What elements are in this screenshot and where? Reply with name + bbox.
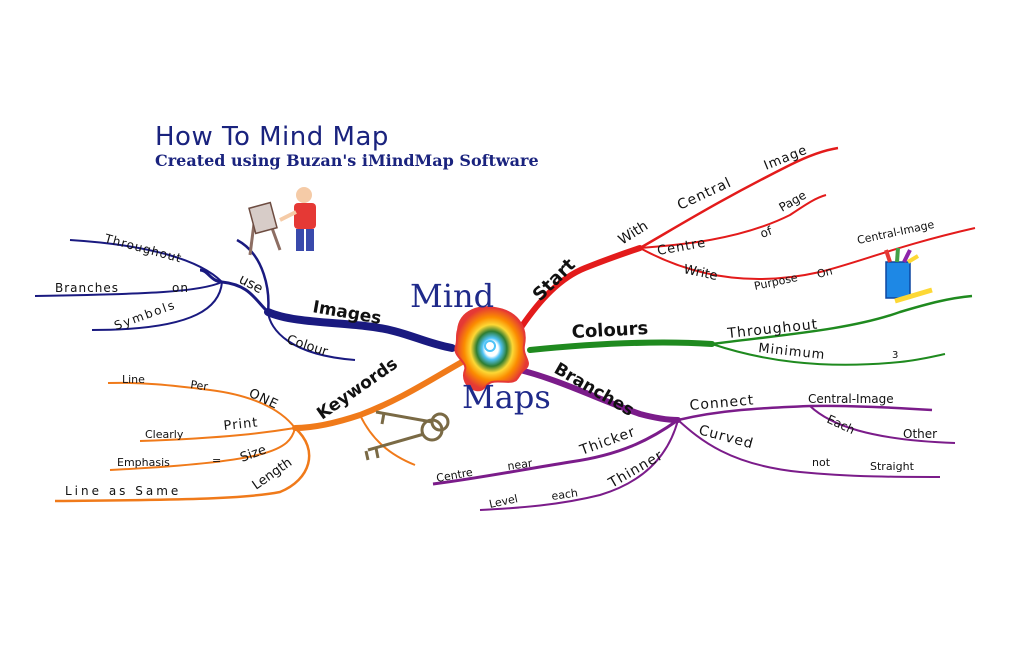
painter-illustration — [248, 187, 316, 256]
center-word-maps: Maps — [462, 378, 551, 416]
colours-minimum-text: Minimum — [758, 341, 826, 363]
keywords-per-text: Per — [190, 378, 210, 393]
branches-thinner-line — [479, 419, 679, 511]
start-central-image-text: Central-Image — [856, 218, 936, 247]
branches-connect-text: Connect — [689, 392, 755, 414]
colours-label: Colours — [571, 318, 649, 343]
colours-branch: Colours Throughout Minimum 3 — [527, 294, 973, 366]
colours-throughout-text: Throughout — [726, 317, 819, 343]
start-centre-text: Centre — [656, 236, 707, 259]
branches-thicker-line — [432, 418, 679, 486]
colours-minimum-line — [711, 343, 946, 366]
central-image: Mind Maps — [410, 277, 551, 416]
branches-thinner-text: Thinner — [605, 447, 666, 492]
colours-main-line — [527, 339, 715, 353]
branches-main-line — [517, 367, 681, 423]
start-centre-page-line — [639, 194, 827, 249]
images-on-text: on — [172, 281, 189, 295]
branches-central-image-text: Central-Image — [808, 392, 894, 406]
branches-near-text: near — [507, 457, 534, 473]
keywords-one-text: ONE — [246, 386, 281, 413]
branches-other-text: Other — [903, 427, 937, 441]
keywords-print-line — [139, 427, 296, 442]
branches-not-text: not — [812, 456, 831, 469]
branches-level-text: Level — [488, 492, 519, 511]
keywords-size-text: Size — [238, 443, 268, 466]
branches-each-other-line — [809, 405, 956, 444]
start-central-text: Central — [675, 175, 734, 214]
images-symbols-line — [91, 281, 223, 331]
start-branch: Start With Central Image Centre of Page … — [519, 143, 976, 329]
images-branches-on-line — [34, 281, 223, 297]
start-write-text: Write — [682, 262, 719, 284]
branches-each-text: Each — [825, 412, 857, 437]
start-on-text: On — [816, 265, 834, 281]
branches-curved-line — [677, 419, 941, 478]
start-write-line — [639, 227, 976, 280]
images-main-line — [264, 308, 456, 352]
images-use-text: use — [236, 271, 265, 297]
start-purpose-text: Purpose — [753, 271, 799, 293]
center-word-mind: Mind — [410, 277, 494, 315]
start-page-text: Page — [777, 188, 809, 215]
diagram-subtitle: Created using Buzan's iMindMap Software — [155, 151, 539, 170]
branches-label: Branches — [551, 359, 638, 421]
start-of-text: of — [758, 223, 774, 240]
colours-three-text: 3 — [892, 350, 898, 361]
branches-centre-text: Centre — [435, 466, 474, 485]
branches-each2-text: each — [551, 486, 579, 503]
keywords-length-line — [54, 427, 311, 503]
colours-throughout-line — [711, 294, 973, 346]
images-use-up-line — [236, 238, 270, 313]
images-branch: Images use Throughout Branches on Symbol… — [34, 231, 456, 361]
start-main-line — [519, 245, 643, 329]
start-label: Start — [529, 254, 580, 305]
keywords-print-text: Print — [223, 415, 259, 434]
images-throughout-text: Throughout — [102, 231, 183, 265]
keywords-line-as-same-text: Line as Same — [65, 484, 181, 498]
diagram-title: How To Mind Map — [155, 122, 389, 152]
start-image-text: Image — [762, 143, 810, 174]
images-throughout-line — [69, 239, 223, 283]
images-colour-line — [267, 311, 356, 361]
keywords-clearly-text: Clearly — [145, 428, 184, 441]
images-colour-text: Colour — [285, 333, 330, 361]
branches-curved-text: Curved — [697, 422, 755, 452]
keywords-branch: Keywords ONE Per Line Print Clearly Size… — [54, 354, 465, 503]
branches-straight-text: Straight — [870, 460, 915, 473]
images-branches-text: Branches — [55, 281, 119, 295]
keywords-equals-text: = — [212, 454, 221, 467]
keys-illustration — [364, 410, 450, 461]
keywords-line-text: Line — [122, 373, 145, 386]
pencil-cup-illustration — [884, 247, 933, 304]
keywords-emphasis-text: Emphasis — [117, 456, 170, 469]
keywords-size-line — [109, 427, 296, 471]
keywords-one-line — [107, 381, 296, 429]
start-with-central-line — [639, 146, 839, 250]
